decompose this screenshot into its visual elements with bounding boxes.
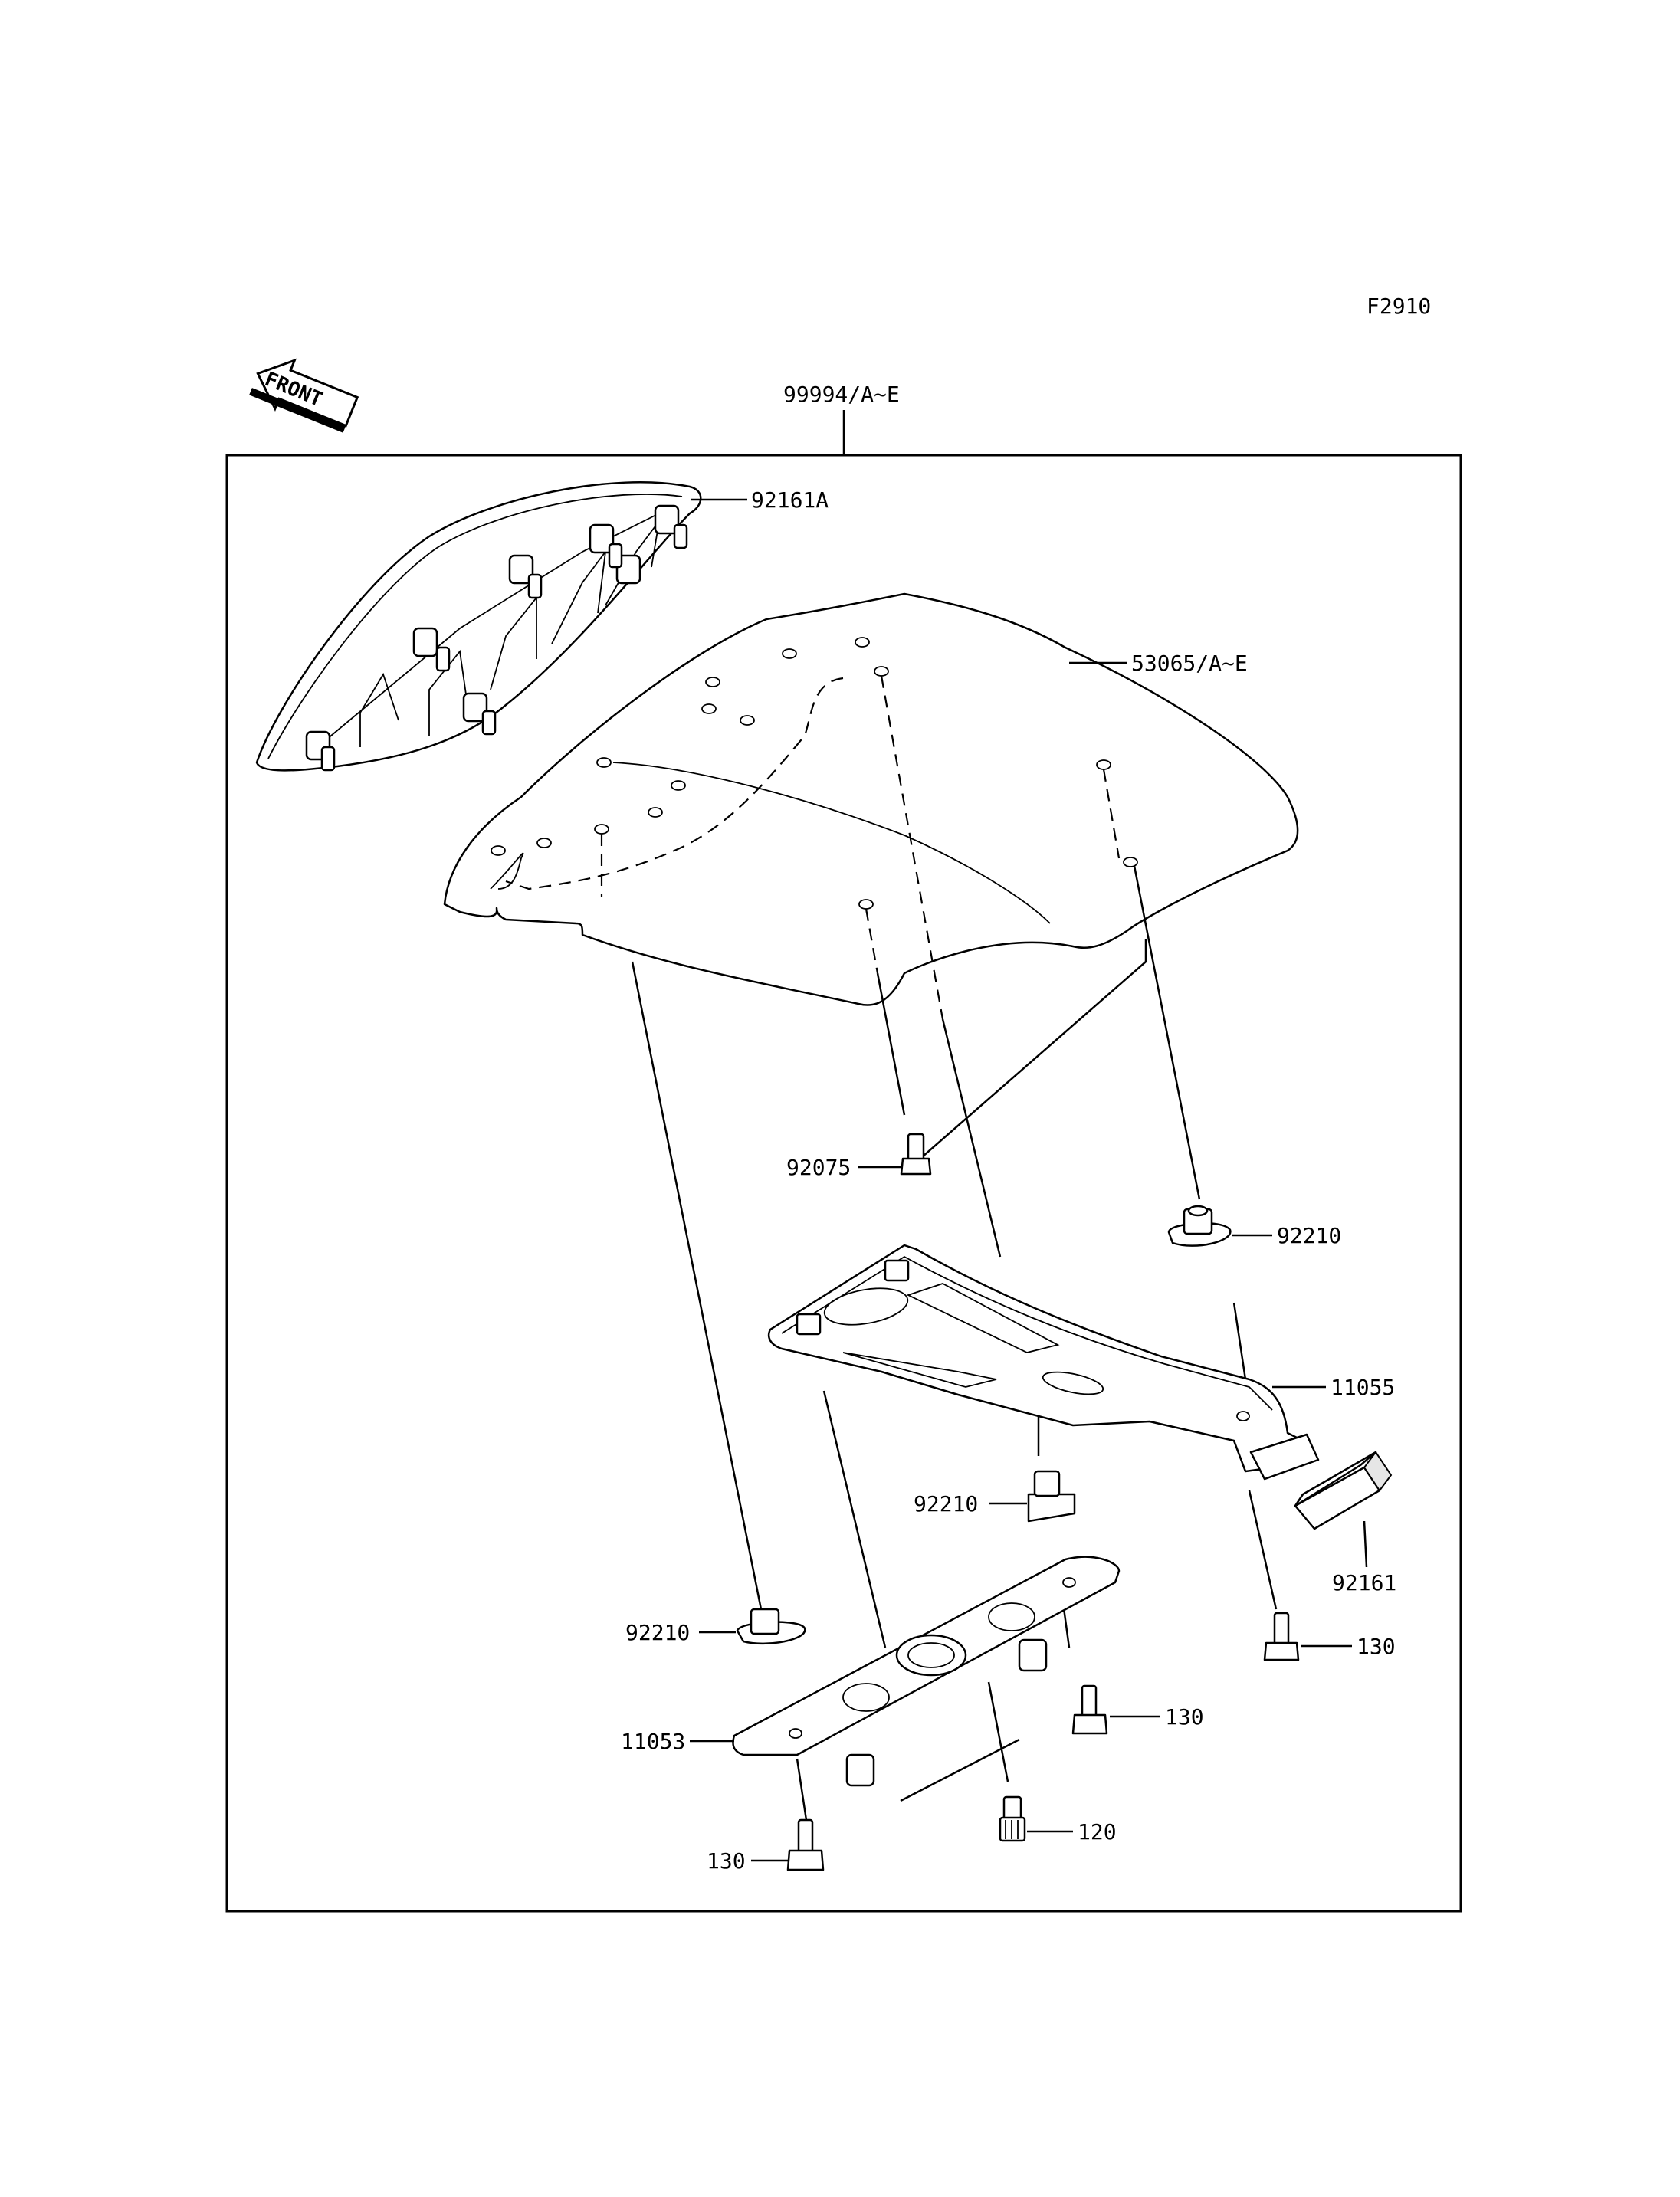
bolt-92075 [900,1133,932,1176]
bolt-130-left [786,1818,825,1871]
callout-53065: 53065/A~E [1131,651,1248,676]
callout-92210-upper: 92210 [1277,1223,1341,1248]
callout-120: 120 [1078,1819,1117,1844]
callout-92075: 92075 [786,1155,851,1180]
plate-11055 [767,1244,1320,1481]
callout-130-left: 130 [707,1848,746,1874]
plate-11053 [732,1556,1121,1787]
assembly-frame [225,454,1462,1913]
callout-92210-left: 92210 [625,1620,690,1645]
nut-92210-left [736,1608,806,1645]
callout-92161A: 92161A [751,487,829,513]
bolt-120 [999,1795,1026,1842]
nut-92210-center [1027,1470,1076,1523]
assembly-guides [600,675,1278,1836]
damper-92161 [1294,1451,1393,1530]
figure-code: F2910 [1367,293,1431,319]
front-arrow-icon: FRONT [249,358,359,433]
callout-11053: 11053 [621,1729,685,1754]
callout-130-center: 130 [1165,1704,1204,1730]
seat-cover [443,592,1299,1006]
seat-cover-frame [255,481,702,772]
callout-11055: 11055 [1331,1375,1395,1400]
bolt-130-right [1263,1612,1300,1661]
callout-92161-leader [1363,1520,1368,1568]
callout-92161: 92161 [1332,1570,1396,1595]
bolt-130-center [1071,1684,1108,1735]
callout-92210-center: 92210 [914,1491,978,1517]
assembly-label: 99994/A~E [783,382,900,407]
callout-130-right: 130 [1357,1634,1396,1659]
nut-92210-upper [1167,1205,1232,1247]
